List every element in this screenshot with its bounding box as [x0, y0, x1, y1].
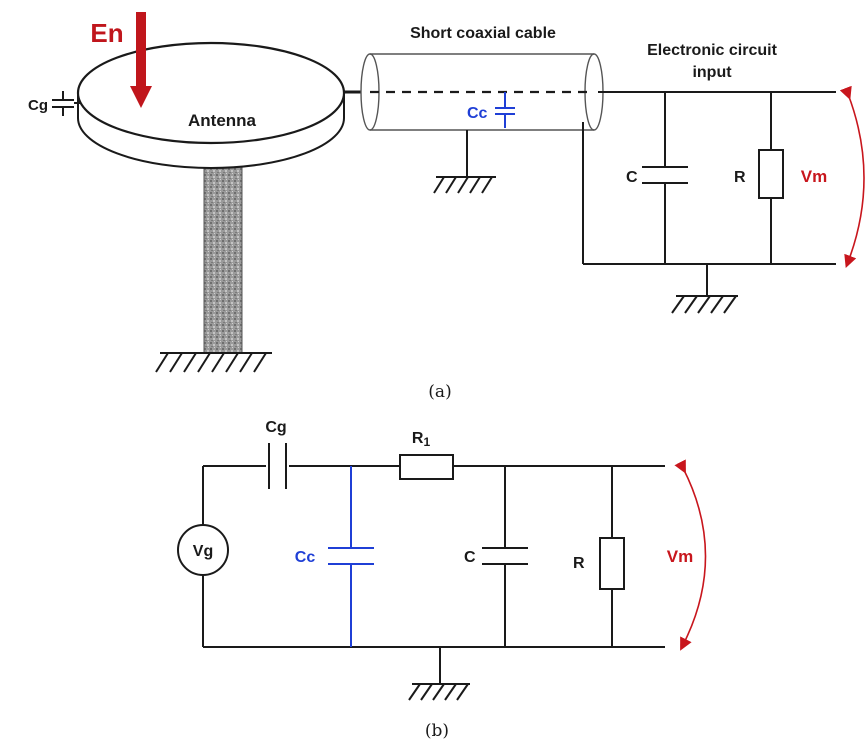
caption-a: (a) — [428, 382, 451, 402]
ground-icon — [155, 352, 272, 373]
shunt-r-label: R — [573, 555, 585, 572]
ground-icon — [408, 683, 470, 701]
series-res-label: R1 — [412, 430, 431, 449]
series-resistor-symbol — [399, 454, 454, 480]
voltage-source-symbol — [177, 524, 229, 576]
field-arrow-icon — [130, 12, 152, 108]
shunt-capacitor-c-symbol — [482, 547, 528, 565]
cable-capacitor-symbol — [495, 92, 515, 128]
capacitor-c-symbol — [642, 166, 688, 184]
shunt-c-label: C — [464, 549, 476, 566]
shunt-resistor-symbol — [599, 537, 625, 590]
series-cap-label: Cg — [265, 419, 286, 436]
res-r-label: R — [734, 169, 746, 186]
circuit-title-line2: input — [692, 64, 732, 81]
field-label: En — [90, 18, 123, 48]
diagram-b: Vg Cg R1 Cc C R — [177, 419, 707, 741]
circuit-b-wires — [202, 465, 665, 684]
diagram-a: Antenna En Cg Short coaxial cable — [28, 12, 865, 402]
voltage-arrow-icon — [674, 459, 707, 651]
ground-icon — [433, 176, 496, 194]
series-res-subscript: 1 — [423, 435, 430, 449]
ground-cap-label: Cg — [28, 97, 48, 114]
circuit-a-wires — [582, 91, 836, 296]
caption-b: (b) — [425, 721, 449, 741]
circuit-title-line1: Electronic circuit — [647, 42, 777, 59]
cap-c-label: C — [626, 169, 638, 186]
antenna-disc — [76, 41, 346, 169]
series-capacitor-symbol — [268, 443, 287, 489]
cable-cap-label: Cc — [467, 105, 488, 122]
antenna-post — [203, 164, 243, 354]
voltage-label-b: Vm — [667, 547, 693, 566]
ground-capacitor-symbol — [52, 91, 80, 116]
series-res-letter: R — [412, 430, 424, 447]
source-label: Vg — [193, 543, 213, 560]
shunt-cc-label: Cc — [295, 549, 316, 566]
antenna-label: Antenna — [188, 111, 257, 130]
shunt-capacitor-cc-symbol — [328, 466, 374, 647]
ground-icon — [671, 295, 738, 314]
cable-label: Short coaxial cable — [410, 25, 556, 42]
voltage-arrow-icon — [839, 85, 865, 268]
voltage-label: Vm — [801, 167, 827, 186]
resistor-r-symbol — [758, 149, 784, 199]
